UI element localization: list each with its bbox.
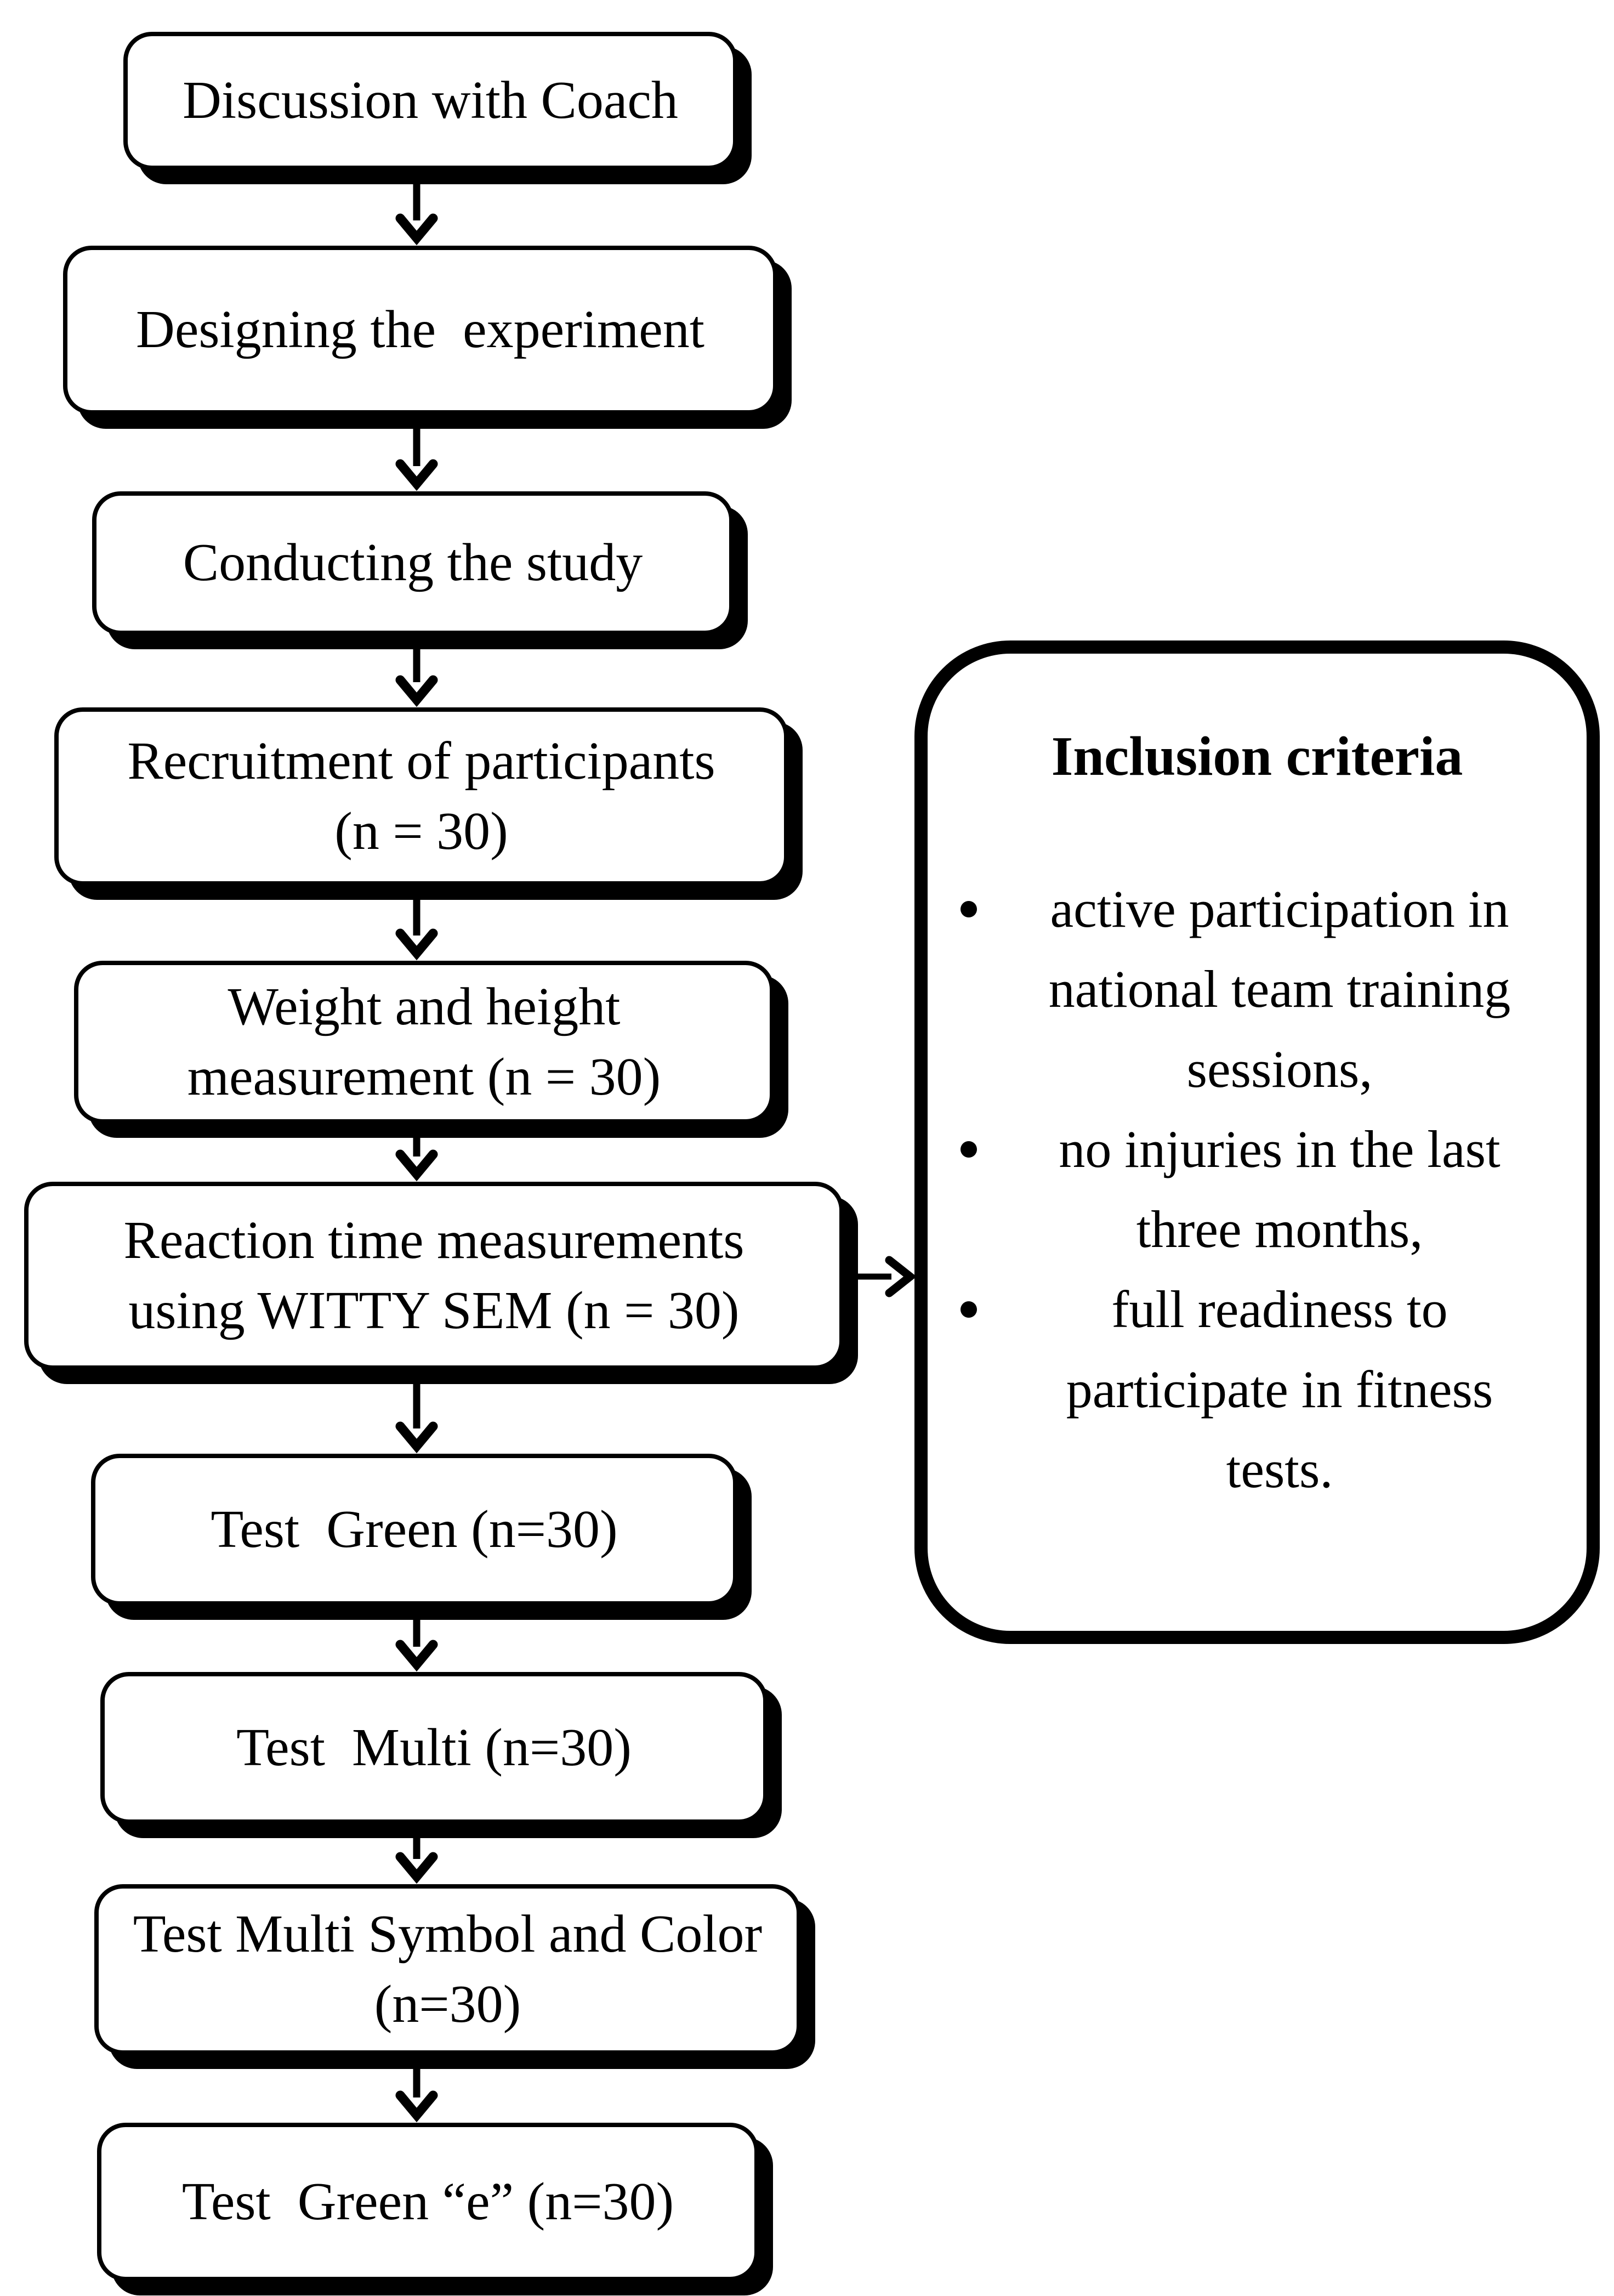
bullet-icon bbox=[961, 1301, 977, 1318]
arrow-down-icon bbox=[395, 899, 438, 961]
inclusion-item-text: active participation in national team tr… bbox=[1048, 879, 1511, 1098]
list-item: full readiness to participate in fitness… bbox=[956, 1269, 1564, 1510]
flow-box-test-green: Test Green (n=30) bbox=[91, 1454, 737, 1606]
flow-box-conducting-study: Conducting the study bbox=[92, 491, 734, 635]
arrow-down-icon bbox=[395, 183, 438, 246]
flow-box-weight-height: Weight and height measurement (n = 30) bbox=[74, 961, 774, 1124]
inclusion-criteria-title: Inclusion criteria bbox=[1051, 725, 1463, 787]
arrow-right-icon bbox=[857, 1256, 917, 1297]
inclusion-item-text: no injuries in the last three months, bbox=[1059, 1119, 1501, 1258]
flow-box-designing-experiment: Designing the experiment bbox=[63, 246, 777, 415]
flow-box-test-multi-symbol-color: Test Multi Symbol and Color (n=30) bbox=[94, 1884, 801, 2055]
list-item: no injuries in the last three months, bbox=[956, 1109, 1564, 1269]
bullet-icon bbox=[961, 900, 977, 917]
list-item: active participation in national team tr… bbox=[956, 869, 1564, 1109]
inclusion-criteria-list: active participation in national team tr… bbox=[928, 869, 1587, 1510]
flow-box-test-multi: Test Multi (n=30) bbox=[100, 1672, 768, 1824]
bullet-icon bbox=[961, 1141, 977, 1158]
arrow-down-icon bbox=[395, 648, 438, 707]
arrow-down-icon bbox=[395, 1619, 438, 1672]
arrow-down-icon bbox=[395, 1137, 438, 1182]
arrow-down-icon bbox=[395, 1837, 438, 1884]
flow-box-reaction-time: Reaction time measurements using WITTY S… bbox=[24, 1182, 844, 1370]
arrow-down-icon bbox=[395, 428, 438, 491]
flow-box-recruitment: Recruitment of participants (n = 30) bbox=[54, 707, 788, 886]
flow-box-discussion-with-coach: Discussion with Coach bbox=[123, 32, 737, 170]
inclusion-item-text: full readiness to participate in fitness… bbox=[1066, 1279, 1493, 1499]
arrow-down-icon bbox=[395, 2068, 438, 2123]
arrow-down-icon bbox=[395, 1383, 438, 1454]
inclusion-criteria-panel: Inclusion criteria active participation … bbox=[914, 640, 1600, 1644]
flow-box-test-green-e: Test Green “e” (n=30) bbox=[97, 2123, 759, 2281]
